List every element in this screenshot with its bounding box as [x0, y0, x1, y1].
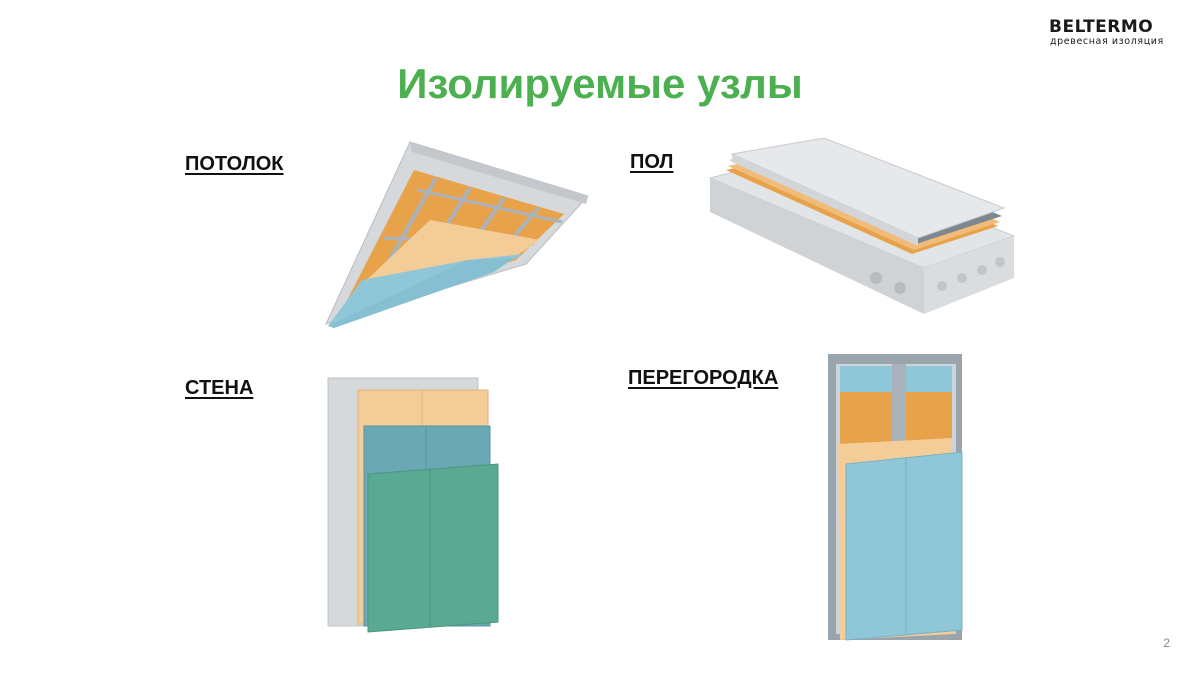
logo-name: BELTERMO [1049, 17, 1154, 37]
slide-title: Изолируемые узлы [397, 60, 803, 107]
label-partition: ПЕРЕГОРОДКА [628, 367, 779, 389]
ceiling-illustration [325, 141, 589, 328]
floor-illustration [708, 138, 1016, 314]
label-floor: ПОЛ [630, 151, 674, 173]
wall-illustration [327, 377, 499, 633]
beltermo-logo: BELTERMO древесная изоляция [1049, 18, 1179, 48]
page-number: 2 [1163, 636, 1170, 650]
label-wall: СТЕНА [185, 377, 254, 399]
logo-tagline: древесная изоляция [1050, 36, 1164, 47]
partition-illustration [828, 354, 963, 641]
label-ceiling: ПОТОЛОК [185, 153, 284, 175]
